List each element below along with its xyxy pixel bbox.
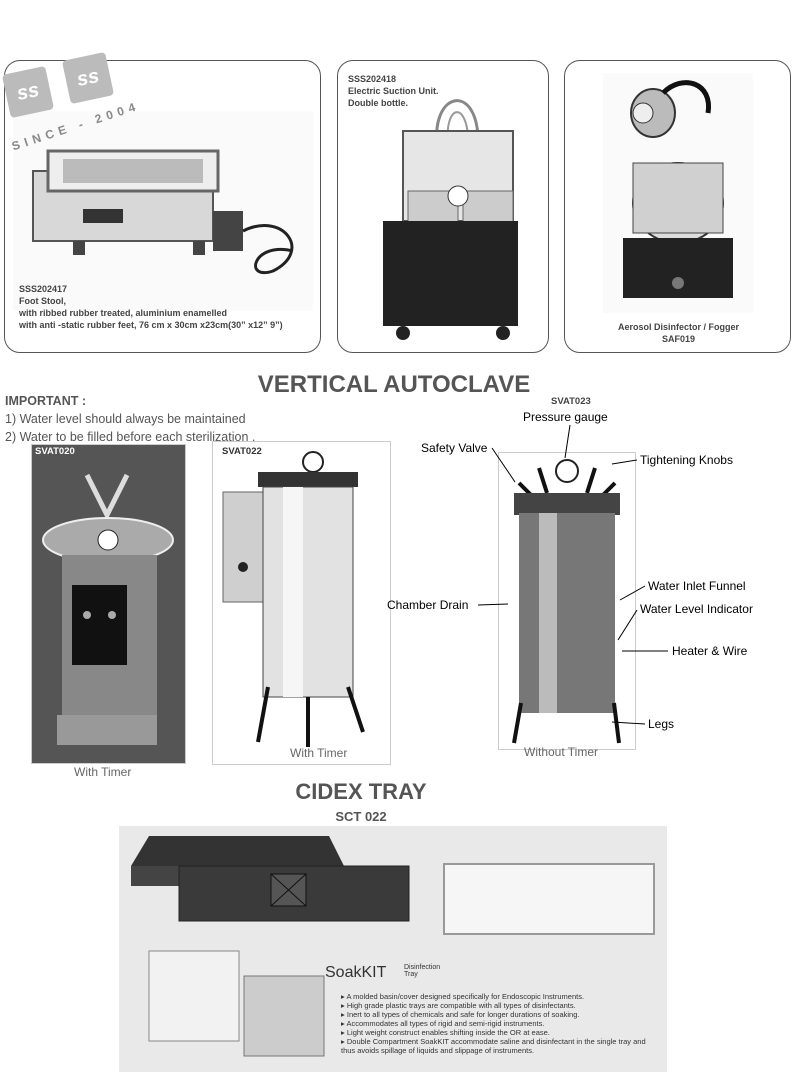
svat020-caption: With Timer bbox=[74, 765, 132, 779]
suction-code: SSS202418 bbox=[348, 74, 397, 84]
suction-line-2: Double bottle. bbox=[348, 98, 408, 108]
label-water-inlet: Water Inlet Funnel bbox=[648, 579, 746, 593]
svat023-code: SVAT023 bbox=[551, 396, 591, 407]
bullet-5: Light weight construct enables shifting … bbox=[341, 1028, 656, 1037]
fogger-code: SAF019 bbox=[661, 334, 696, 344]
label-heater: Heater & Wire bbox=[672, 644, 748, 658]
soakkit-bullets: A molded basin/cover designed specifical… bbox=[341, 992, 656, 1055]
bullet-6: Double Compartment SoakKIT accommodate s… bbox=[341, 1037, 656, 1055]
important-title: IMPORTANT : bbox=[5, 394, 87, 408]
logo-mark-2: ss bbox=[61, 51, 115, 105]
svat023-image bbox=[498, 452, 636, 750]
foot-stool-line-2: with ribbed rubber treated, aluminium en… bbox=[19, 308, 228, 318]
foot-stool-image bbox=[13, 111, 313, 311]
label-tightening-knobs: Tightening Knobs bbox=[640, 453, 733, 467]
bullet-2: High grade plastic trays are compatible … bbox=[341, 1001, 656, 1010]
label-safety-valve: Safety Valve bbox=[421, 441, 488, 455]
soakkit-subtitle: Disinfection Tray bbox=[404, 964, 441, 978]
fogger-image bbox=[603, 73, 753, 313]
bullet-1: A molded basin/cover designed specifical… bbox=[341, 992, 656, 1001]
fogger-line-1: Aerosol Disinfector / Fogger bbox=[617, 322, 740, 332]
important-line-2: 2) Water to be filled before each steril… bbox=[5, 430, 256, 444]
foot-stool-card: SSS202417 Foot Stool, with ribbed rubber… bbox=[4, 60, 321, 353]
svat020-code: SVAT020 bbox=[35, 446, 75, 457]
svat020-image bbox=[31, 444, 186, 764]
label-pressure-gauge: Pressure gauge bbox=[523, 410, 608, 424]
label-water-level: Water Level Indicator bbox=[640, 602, 753, 616]
label-chamber-drain: Chamber Drain bbox=[387, 598, 469, 612]
bullet-3: Inert to all types of chemicals and safe… bbox=[341, 1010, 656, 1019]
bullet-4: Accommodates all types of rigid and semi… bbox=[341, 1019, 656, 1028]
suction-line-1: Electric Suction Unit. bbox=[348, 86, 439, 96]
logo-mark-1: ss bbox=[1, 65, 55, 119]
autoclave-title: VERTICAL AUTOCLAVE bbox=[257, 371, 531, 398]
svat023-caption: Without Timer bbox=[524, 745, 599, 759]
suction-unit-image bbox=[368, 71, 538, 346]
foot-stool-line-1: Foot Stool, bbox=[19, 296, 66, 306]
foot-stool-line-3: with anti -static rubber feet, 76 cm x 3… bbox=[19, 320, 283, 330]
important-line-1: 1) Water level should always be maintain… bbox=[5, 412, 246, 426]
fogger-card: Aerosol Disinfector / Fogger SAF019 bbox=[564, 60, 791, 353]
foot-stool-code: SSS202417 bbox=[19, 284, 68, 294]
cidex-title: CIDEX TRAY bbox=[295, 779, 427, 804]
label-legs: Legs bbox=[648, 717, 675, 731]
soakkit-title: SoakKIT bbox=[325, 964, 387, 981]
cidex-tray-image: SoakKIT Disinfection Tray A molded basin… bbox=[119, 826, 667, 1072]
suction-unit-card: SSS202418 Electric Suction Unit. Double … bbox=[337, 60, 549, 353]
svat022-image bbox=[212, 441, 391, 765]
svat022-code: SVAT022 bbox=[222, 446, 262, 457]
cidex-code: SCT 022 bbox=[335, 809, 387, 824]
svat022-caption: With Timer bbox=[290, 746, 348, 760]
